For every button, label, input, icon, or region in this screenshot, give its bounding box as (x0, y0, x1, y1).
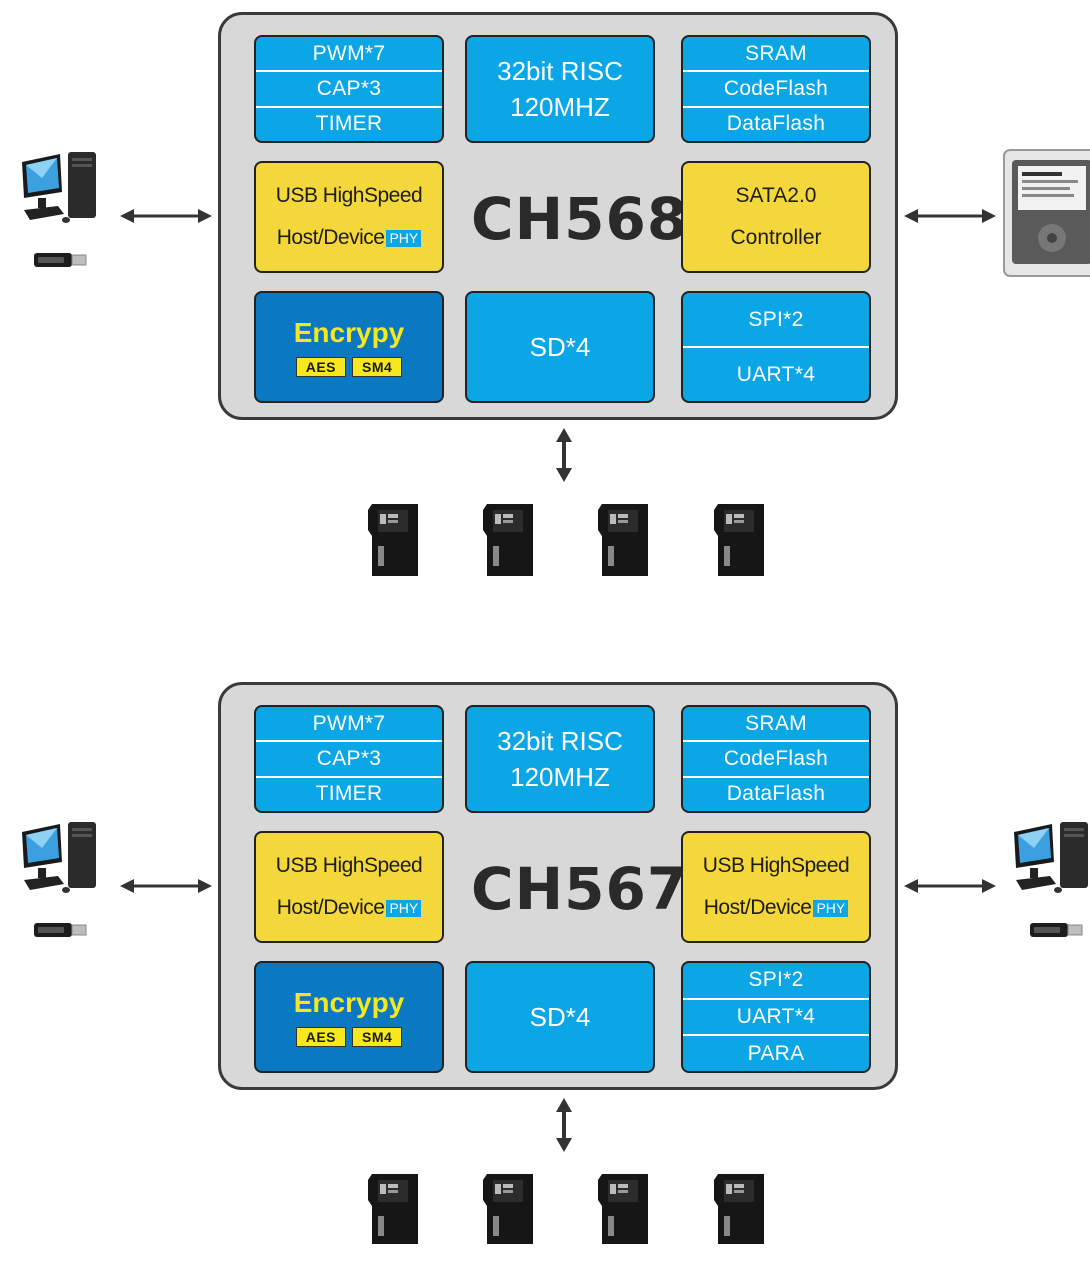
aes-badge: AES (295, 357, 346, 377)
sata-line1: SATA2.0 (735, 184, 817, 207)
uart-label: UART*4 (683, 997, 869, 1035)
cpu-arch-label: 32bit RISC (497, 726, 623, 756)
sd-label: SD*4 (529, 1002, 591, 1032)
cpu-freq-label: 120MHZ (510, 92, 610, 122)
phy-badge: PHY (386, 900, 422, 917)
uart-label: UART*4 (683, 346, 869, 401)
ch567-diagram: PWM*7 CAP*3 TIMER 32bit RISC 120MHZ SRAM… (0, 670, 1090, 1270)
cpu-freq-label: 120MHZ (510, 762, 610, 792)
sram-label: SRAM (745, 711, 807, 735)
usb-line2: Host/Device (703, 896, 812, 919)
io-block: SPI*2 UART*4 PARA (681, 961, 871, 1073)
spi-label: SPI*2 (748, 307, 804, 331)
sd-card-icon (598, 1174, 648, 1244)
chip-name: CH567 (471, 855, 689, 923)
bidirectional-arrow-left (120, 209, 212, 223)
chip-ch567: PWM*7 CAP*3 TIMER 32bit RISC 120MHZ SRAM… (218, 682, 898, 1090)
sd-block: SD*4 (465, 291, 655, 403)
usb-line2: Host/Device (276, 896, 385, 919)
memory-block: SRAM CodeFlash DataFlash (681, 705, 871, 813)
sm4-badge: SM4 (352, 1027, 403, 1047)
phy-badge: PHY (386, 230, 422, 247)
sd-label: SD*4 (529, 332, 591, 362)
dataflash-label: DataFlash (683, 775, 869, 811)
pc-icon (22, 152, 96, 223)
sata-line2: Controller (730, 226, 822, 249)
sd-card-icon (368, 504, 418, 576)
sd-card-icon (483, 1174, 533, 1244)
sata-block: SATA2.0 Controller (681, 161, 871, 273)
bidirectional-arrow-bottom (556, 428, 572, 482)
bidirectional-arrow-right (904, 209, 996, 223)
chip-name: CH568 (471, 185, 689, 253)
para-label: PARA (683, 1034, 869, 1071)
encrypt-title: Encrypy (293, 987, 405, 1018)
encrypt-block: Encrypy AES SM4 (254, 961, 444, 1073)
sd-card-icon (714, 1174, 764, 1244)
phy-badge: PHY (813, 900, 849, 917)
sd-card-icon (368, 1174, 418, 1244)
sd-card-icon (714, 504, 764, 576)
usb-drive-icon (1030, 923, 1083, 937)
bidirectional-arrow-bottom (556, 1098, 572, 1152)
aes-badge: AES (295, 1027, 346, 1047)
dataflash-label: DataFlash (683, 105, 869, 141)
cpu-block: 32bit RISC 120MHZ (465, 35, 655, 143)
chip-ch568: PWM*7 CAP*3 TIMER 32bit RISC 120MHZ SRAM… (218, 12, 898, 420)
codeflash-label: CodeFlash (683, 70, 869, 105)
pc-icon (22, 822, 96, 893)
timer-block: PWM*7 CAP*3 TIMER (254, 705, 444, 813)
bidirectional-arrow-right (904, 879, 996, 893)
usb-line2: Host/Device (276, 226, 385, 249)
usb-drive-icon (34, 253, 87, 267)
pc-icon (1014, 822, 1088, 893)
timer-label: TIMER (256, 105, 442, 141)
codeflash-label: CodeFlash (683, 740, 869, 775)
usb-line1: USB HighSpeed (275, 854, 423, 877)
encrypt-block: Encrypy AES SM4 (254, 291, 444, 403)
encrypt-title: Encrypy (293, 317, 405, 348)
ch568-diagram: PWM*7 CAP*3 TIMER 32bit RISC 120MHZ SRAM… (0, 0, 1090, 600)
sd-card-icon (598, 504, 648, 576)
cpu-block: 32bit RISC 120MHZ (465, 705, 655, 813)
cap-label: CAP*3 (256, 740, 442, 775)
bidirectional-arrow-left (120, 879, 212, 893)
usb-drive-icon (34, 923, 87, 937)
timer-label: TIMER (256, 775, 442, 811)
usb-line1: USB HighSpeed (275, 184, 423, 207)
sd-card-icon (483, 504, 533, 576)
sd-block: SD*4 (465, 961, 655, 1073)
io-block: SPI*2 UART*4 (681, 291, 871, 403)
timer-block: PWM*7 CAP*3 TIMER (254, 35, 444, 143)
cpu-arch-label: 32bit RISC (497, 56, 623, 86)
hard-drive-icon (1003, 149, 1090, 277)
pwm-label: PWM*7 (312, 711, 386, 735)
memory-block: SRAM CodeFlash DataFlash (681, 35, 871, 143)
pwm-label: PWM*7 (312, 41, 386, 65)
sram-label: SRAM (745, 41, 807, 65)
spi-label: SPI*2 (748, 968, 804, 992)
sm4-badge: SM4 (352, 357, 403, 377)
cap-label: CAP*3 (256, 70, 442, 105)
usb-line1: USB HighSpeed (702, 854, 850, 877)
